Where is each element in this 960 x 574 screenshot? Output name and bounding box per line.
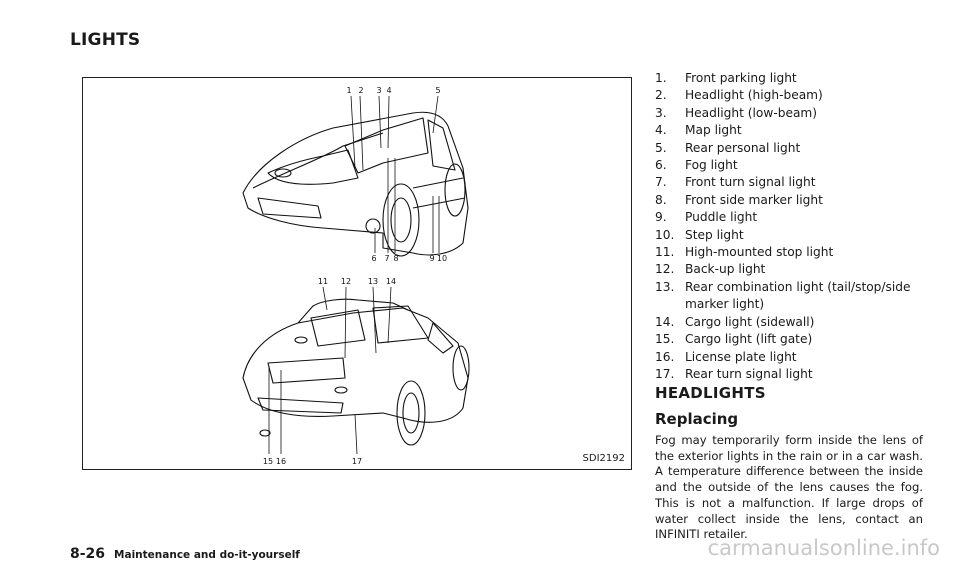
callout-2: 2: [358, 86, 363, 95]
footer-section-title: Maintenance and do-it-yourself: [114, 549, 300, 561]
list-item: 2.Headlight (high-beam): [655, 88, 823, 103]
rear-car-drawing: [242, 298, 470, 446]
callout-15: 15: [263, 457, 273, 466]
callout-1: 1: [346, 86, 351, 95]
list-item: 9.Puddle light: [655, 210, 758, 225]
list-item: 10.Step light: [655, 227, 744, 242]
list-item: 12.Back-up light: [655, 262, 766, 277]
callout-9: 9: [429, 254, 434, 263]
list-item: 4.Map light: [655, 123, 742, 138]
callout-6: 6: [371, 254, 376, 263]
list-item: 6.Fog light: [655, 158, 738, 173]
lights-figure: 1 2 3 4 5 6 7 8 9 10 11 12 13 14 15 16 1…: [82, 77, 632, 470]
headlights-heading: HEADLIGHTS: [655, 384, 766, 402]
callout-10: 10: [437, 254, 447, 263]
list-item: 1.Front parking light: [655, 71, 797, 85]
list-item: 13.Rear combination light (tail/stop/sid…: [655, 279, 911, 312]
section-title: LIGHTS: [70, 30, 141, 50]
list-item: 11.High-mounted stop light: [655, 245, 834, 260]
front-car-drawing: [242, 111, 469, 257]
watermark: carmanualsonline.info: [707, 536, 940, 560]
callout-labels: 1 2 3 4 5 6 7 8 9 10 11 12 13 14 15 16 1…: [263, 86, 447, 466]
body-paragraph: Fog may temporarily form inside the lens…: [655, 433, 923, 542]
light-list: 1.Front parking light 2.Headlight (high-…: [655, 70, 925, 383]
list-item: 7.Front turn signal light: [655, 175, 816, 190]
page-number: 8-26: [70, 546, 106, 562]
callout-13: 13: [368, 277, 378, 286]
list-item: 16.License plate light: [655, 349, 797, 364]
callout-17: 17: [352, 457, 362, 466]
page-footer: 8-26 Maintenance and do-it-yourself: [70, 546, 300, 562]
callout-11: 11: [318, 277, 328, 286]
callout-7: 7: [384, 254, 389, 263]
replacing-heading: Replacing: [655, 410, 739, 428]
callout-8: 8: [393, 254, 398, 263]
car-illustration: 1 2 3 4 5 6 7 8 9 10 11 12 13 14 15 16 1…: [242, 86, 470, 466]
figure-code: SDI2192: [582, 453, 625, 464]
list-item: 8.Front side marker light: [655, 192, 823, 207]
list-item: 3.Headlight (low-beam): [655, 105, 818, 120]
callout-12: 12: [341, 277, 351, 286]
callout-14: 14: [386, 277, 396, 286]
callout-5: 5: [435, 86, 440, 95]
callout-4: 4: [386, 86, 391, 95]
list-item: 15.Cargo light (lift gate): [655, 332, 813, 347]
callout-leader-lines: [268, 95, 440, 455]
list-item: 5.Rear personal light: [655, 140, 801, 155]
list-item: 17.Rear turn signal light: [655, 366, 813, 381]
callout-16: 16: [276, 457, 286, 466]
callout-3: 3: [376, 86, 381, 95]
list-item: 14.Cargo light (sidewall): [655, 314, 815, 329]
